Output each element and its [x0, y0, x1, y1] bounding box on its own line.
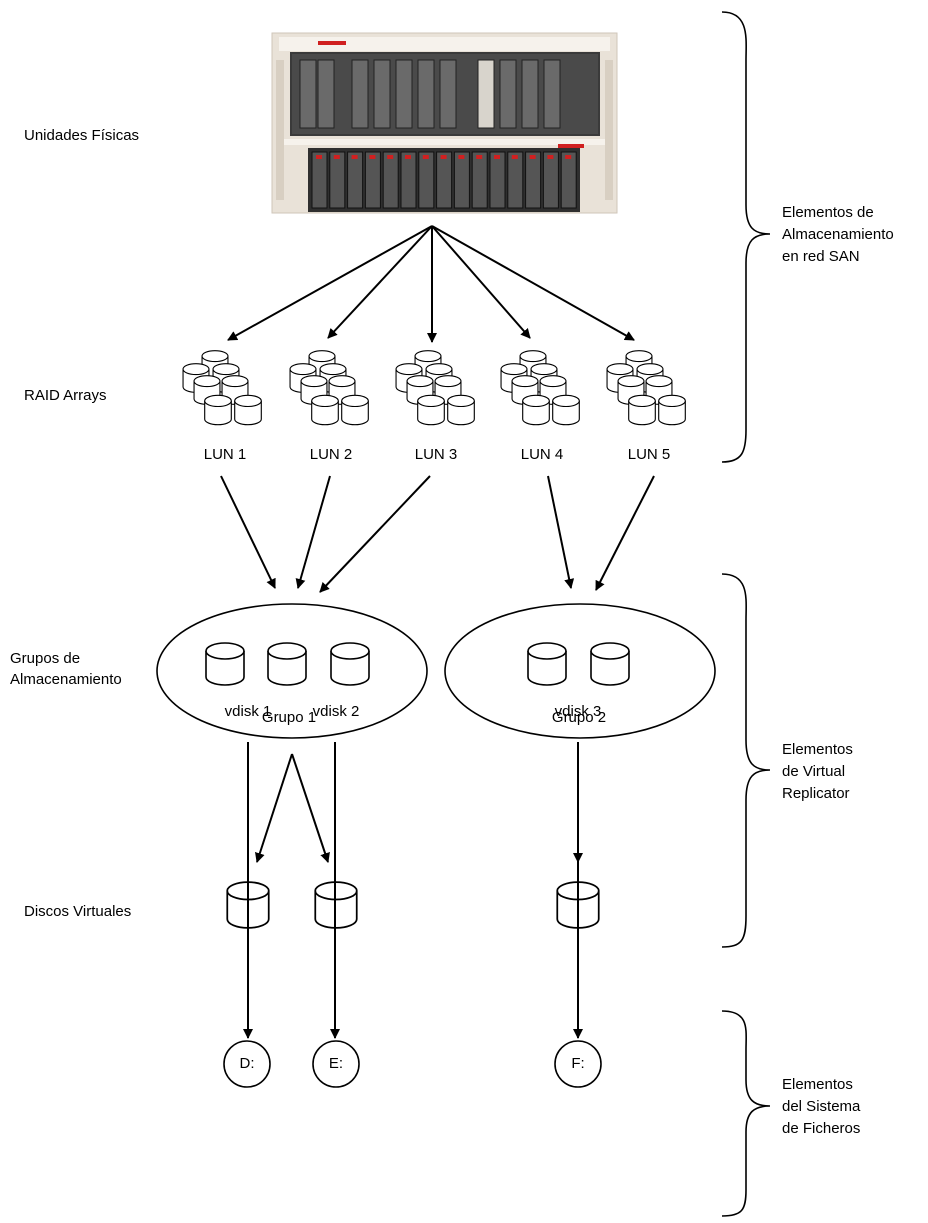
lun-label-5: LUN 5	[627, 446, 671, 463]
brace-replicator	[721, 573, 771, 948]
bracket-label-replicator: Elementos de Virtual Replicator	[782, 739, 853, 805]
rack-bottom-bay	[453, 151, 470, 209]
raid-array-lun-1	[183, 351, 261, 425]
rack-top-bay	[439, 59, 457, 129]
storage-group-2	[444, 603, 716, 739]
rack-top-bay	[395, 59, 413, 129]
rack-bottom-bay	[471, 151, 488, 209]
storage-group-1	[156, 603, 428, 739]
physical-storage-rack	[271, 32, 618, 214]
label-physical-units: Unidades Físicas	[24, 127, 140, 144]
rack-bottom-bay	[382, 151, 399, 209]
rack-bay-led	[316, 155, 322, 159]
rack-top-bay	[499, 59, 517, 129]
vdisk-to-drive-arrows	[243, 742, 583, 1039]
rack-bottom-bay	[329, 151, 346, 209]
bracket-label-san-line-3: en red SAN	[782, 248, 860, 265]
rack-bottom-bay	[525, 151, 542, 209]
rack-bay-led	[511, 155, 518, 159]
rack-bottom-bay	[489, 151, 506, 209]
vdisk-label-1: vdisk 1	[224, 703, 272, 720]
drive-f-circle	[554, 1040, 602, 1088]
rack-top-bay	[521, 59, 539, 129]
rack-bottom-bay	[400, 151, 417, 209]
bracket-label-san: Elementos de Almacenamiento en red SAN	[782, 202, 894, 268]
brace-san	[721, 11, 771, 463]
rack-bay-led	[387, 155, 394, 159]
label-storage-groups: Grupos de Almacenamiento	[10, 648, 122, 690]
vdisk-label-3: vdisk 3	[554, 703, 602, 720]
label-raid-arrays: RAID Arrays	[24, 387, 107, 404]
rack-top-bay	[317, 59, 335, 129]
rack-top-bay	[543, 59, 561, 129]
rack-bay-led	[565, 155, 572, 159]
label-virtual-disks: Discos Virtuales	[24, 903, 132, 920]
rack-bay-led	[422, 155, 429, 159]
raid-array-lun-5	[607, 351, 685, 425]
rack-bottom-bay	[364, 151, 381, 209]
bracket-label-replicator-line-2: de Virtual	[782, 763, 846, 780]
rack-bottom-bay	[507, 151, 524, 209]
group-label-2: Grupo 2	[551, 709, 607, 726]
rack-bay-led	[440, 155, 447, 159]
rack-bay-led	[529, 155, 536, 159]
bracket-label-filesystem: Elementos del Sistema de Ficheros	[782, 1074, 860, 1140]
bracket-label-filesystem-line-3: de Ficheros	[782, 1120, 861, 1137]
rack-bottom-bay	[560, 151, 577, 209]
rack-bay-led	[333, 155, 340, 159]
drive-e-circle	[312, 1040, 360, 1088]
rack-top-bay	[351, 59, 369, 129]
lun-label-2: LUN 2	[309, 446, 353, 463]
rack-bottom-bay	[347, 151, 364, 209]
rack-bay-led	[458, 155, 465, 159]
label-storage-groups-line-1: Grupos de	[10, 650, 81, 667]
lun-to-group-arrows	[220, 475, 655, 593]
brace-filesystem	[721, 1010, 771, 1217]
bracket-label-filesystem-line-1: Elementos	[782, 1076, 853, 1093]
rack-bay-led	[476, 155, 483, 159]
raid-array-lun-4	[501, 351, 579, 425]
raid-array-lun-3	[396, 351, 474, 425]
lun-label-3: LUN 3	[414, 446, 458, 463]
rack-top-bay	[417, 59, 435, 129]
drive-label-f: F:	[571, 1055, 585, 1072]
rack-to-lun-arrows	[227, 225, 635, 343]
rack-bay-led	[351, 155, 358, 159]
bracket-label-replicator-line-1: Elementos	[782, 741, 853, 758]
group-to-vdisk-arrows	[255, 753, 583, 863]
rack-bottom-bay	[436, 151, 453, 209]
lun-label-4: LUN 4	[520, 446, 564, 463]
rack-top-bay	[373, 59, 391, 129]
raid-array-lun-2	[290, 351, 368, 425]
rack-bay-led	[369, 155, 376, 159]
rack-top-bay	[477, 59, 495, 129]
group-label-1: Grupo 1	[261, 709, 317, 726]
drive-d-circle	[223, 1040, 271, 1088]
lun-label-1: LUN 1	[203, 446, 247, 463]
rack-bottom-bay	[418, 151, 435, 209]
bracket-label-replicator-line-3: Replicator	[782, 785, 850, 802]
rack-bottom-bay	[542, 151, 559, 209]
rack-bay-led	[547, 155, 554, 159]
rack-bay-led	[494, 155, 500, 159]
bracket-label-san-line-2: Almacenamiento	[782, 226, 894, 243]
vdisk-label-2: vdisk 2	[312, 703, 360, 720]
rack-top-bay	[299, 59, 317, 129]
rack-bay-led	[405, 155, 411, 159]
rack-bottom-bay	[311, 151, 328, 209]
label-storage-groups-line-2: Almacenamiento	[10, 671, 122, 688]
drive-label-e: E:	[328, 1055, 344, 1072]
drive-label-d: D:	[239, 1055, 255, 1072]
bracket-label-san-line-1: Elementos de	[782, 204, 874, 221]
bracket-label-filesystem-line-2: del Sistema	[782, 1098, 861, 1115]
